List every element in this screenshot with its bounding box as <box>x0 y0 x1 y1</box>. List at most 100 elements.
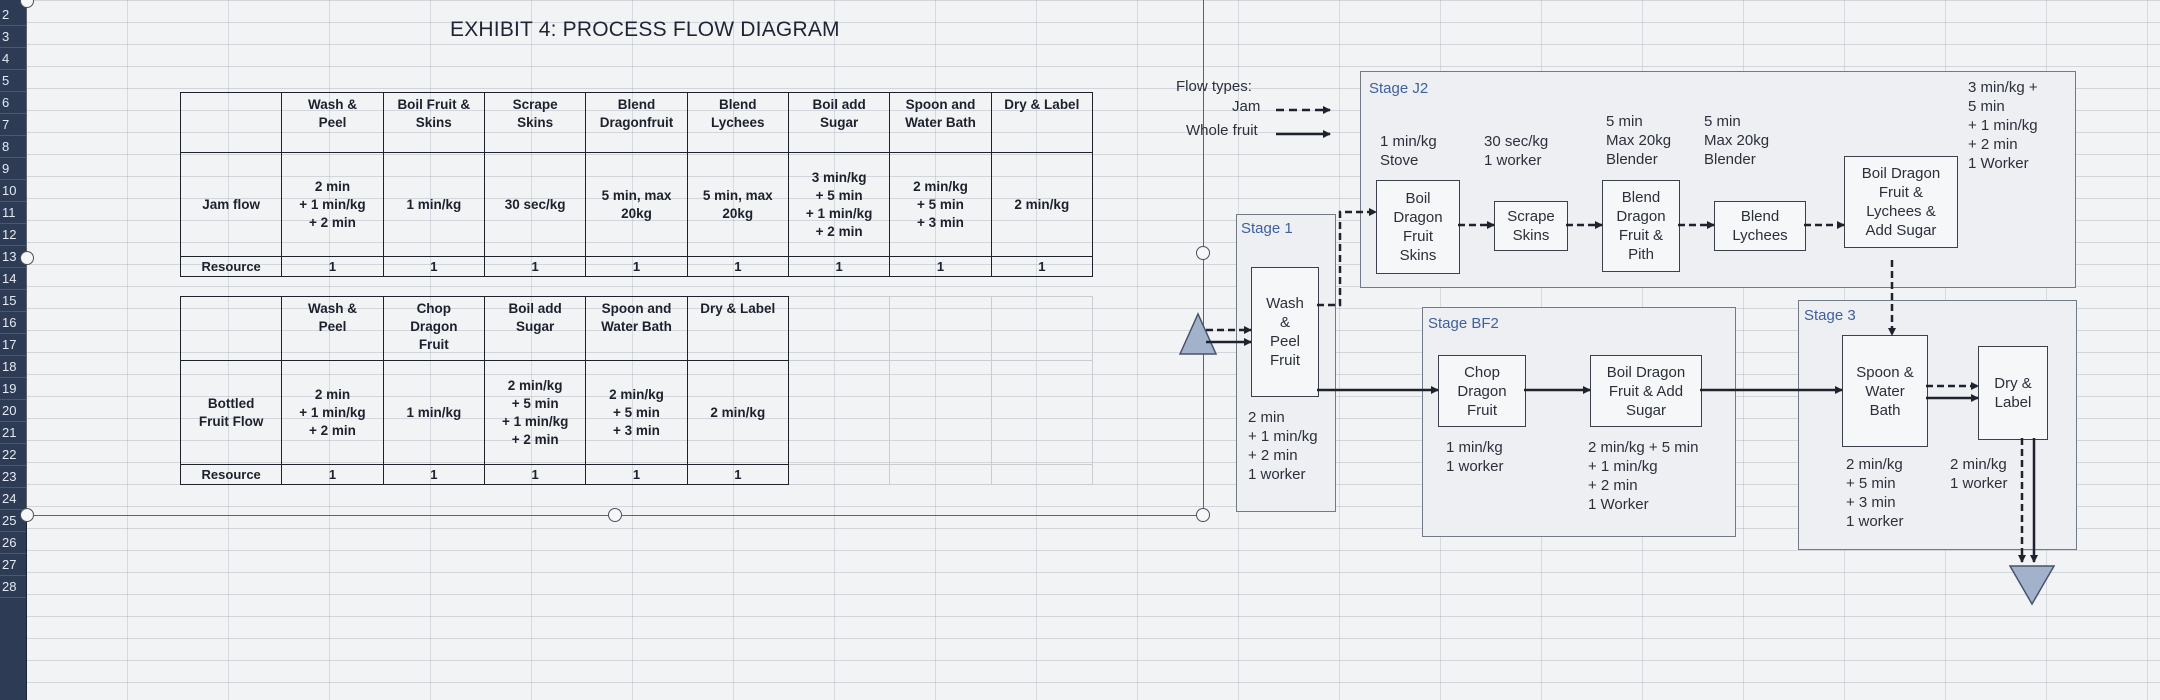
resize-handle-bottom[interactable] <box>608 508 622 522</box>
empty-cell <box>990 360 1094 465</box>
row-number[interactable]: 11 <box>0 202 26 224</box>
text-line: & <box>1279 314 1290 331</box>
text-line: Boil <box>1405 190 1431 207</box>
text-line: Add Sugar <box>1865 222 1937 239</box>
text-line: Dry & <box>1994 375 2032 392</box>
row-number[interactable]: 14 <box>0 268 26 290</box>
row-number[interactable]: 26 <box>0 532 26 554</box>
jam-value: 3 min/kg+ 5 min+ 1 min/kg+ 2 min <box>787 152 891 257</box>
row-number[interactable]: 23 <box>0 466 26 488</box>
row-number[interactable]: 16 <box>0 312 26 334</box>
text-line: Lychees <box>1732 227 1788 244</box>
text-line: + 1 min/kg <box>1248 428 1318 445</box>
text-line: Sugar <box>1625 401 1666 419</box>
row-number[interactable]: 9 <box>0 158 26 180</box>
text-line: Boil add <box>508 301 562 316</box>
text-line: 2 min/kg + 5 min <box>1588 439 1699 456</box>
stage-3-label: Stage 3 <box>1804 307 1856 324</box>
text-line: Water Bath <box>601 319 672 334</box>
resize-handle-left[interactable] <box>20 251 34 265</box>
row-number[interactable]: 13 <box>0 246 26 268</box>
row-number[interactable]: 17 <box>0 334 26 356</box>
text-line: Boil add <box>812 97 866 112</box>
text-line: 2 min/kg <box>609 386 664 402</box>
row-number[interactable]: 8 <box>0 136 26 158</box>
text-line: Dragonfruit <box>599 115 674 130</box>
text-line: 3 min/kg <box>811 169 867 185</box>
note-scrape-worker: 30 sec/kg 1 worker <box>1484 132 1548 170</box>
text-line: Max 20kg <box>1606 132 1672 149</box>
text-line: Dragon <box>1393 209 1443 226</box>
row-number[interactable]: 2 <box>0 4 26 26</box>
text-line: Blend <box>617 97 656 112</box>
text-line: 1 worker <box>1484 152 1542 169</box>
row-number[interactable]: 3 <box>0 26 26 48</box>
row-number[interactable]: 18 <box>0 356 26 378</box>
text-line: Dry & Label <box>1004 97 1080 112</box>
text-line: Fruit & <box>1618 227 1664 244</box>
row-number[interactable]: 6 <box>0 92 26 114</box>
text-line: 5 min, max <box>601 187 672 203</box>
text-line: Bath <box>1869 401 1901 419</box>
flow-types-title: Flow types: <box>1176 78 1252 95</box>
row-number[interactable]: 25 <box>0 510 26 532</box>
resize-handle-right[interactable] <box>1196 246 1210 260</box>
row-number[interactable]: 5 <box>0 70 26 92</box>
text-line: 2 min <box>314 178 351 194</box>
row-number[interactable]: 21 <box>0 422 26 444</box>
stage-j2-label: Stage J2 <box>1369 80 1429 97</box>
text-line: 1 worker <box>1248 466 1306 483</box>
text-line: Chop <box>416 301 452 316</box>
row-number[interactable]: 12 <box>0 224 26 246</box>
row-number[interactable]: 7 <box>0 114 26 136</box>
row-number[interactable]: 15 <box>0 290 26 312</box>
text-line: + 1 min/kg <box>299 196 366 212</box>
text-line: 30 sec/kg <box>1484 133 1549 150</box>
row-number[interactable]: 10 <box>0 180 26 202</box>
text-line: Chop <box>1464 363 1500 381</box>
resize-handle-bottom-left[interactable] <box>20 508 34 522</box>
row-number[interactable]: 28 <box>0 576 26 598</box>
row-number[interactable]: 19 <box>0 378 26 400</box>
text-line: 2 min <box>1248 409 1285 426</box>
note-chop: 1 min/kg 1 worker <box>1446 438 1504 476</box>
bottled-value: 2 min/kg+ 5 min+ 3 min <box>585 360 688 465</box>
text-line: 2 min/kg <box>710 404 766 420</box>
text-line: + 5 min <box>917 196 964 212</box>
text-line: Boil Dragon <box>1606 363 1686 381</box>
dry-label-box: Dry &Label <box>1978 346 2048 440</box>
text-line: Skins <box>1399 247 1437 264</box>
text-line: + 1 min/kg <box>299 404 366 420</box>
text-line: 1 min/kg <box>1380 133 1437 150</box>
text-line: 1 worker <box>1446 458 1504 475</box>
row-number[interactable]: 4 <box>0 48 26 70</box>
text-line: Pith <box>1628 246 1654 263</box>
stage-bf2-label: Stage BF2 <box>1428 315 1499 332</box>
text-line: 1 min/kg <box>1446 439 1503 456</box>
text-line: + 5 min <box>613 404 660 420</box>
jam-resource: 1 <box>889 256 992 277</box>
resize-handle-bottom-right[interactable] <box>1196 508 1210 522</box>
row-number[interactable]: 27 <box>0 554 26 576</box>
text-line: 20kg <box>621 205 652 221</box>
text-line: 5 min, max <box>702 187 773 203</box>
row-number[interactable]: 20 <box>0 400 26 422</box>
flow-type-whole-fruit-label: Whole fruit <box>1186 122 1258 139</box>
jam-row-label: Jam flow <box>179 152 283 257</box>
row-number[interactable]: 22 <box>0 444 26 466</box>
bottled-resource: 1 <box>281 464 384 485</box>
text-line: Wash & <box>307 97 357 112</box>
row-number[interactable]: 24 <box>0 488 26 510</box>
